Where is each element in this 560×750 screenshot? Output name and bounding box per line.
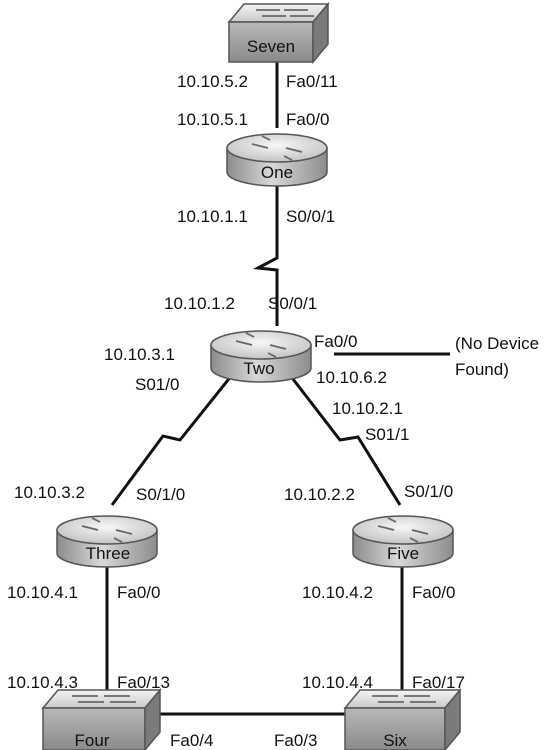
router-arrows-icon (251, 135, 303, 161)
label-no-device-line2: Found) (455, 360, 509, 379)
label-three-ip: 10.10.3.2 (14, 483, 85, 502)
label-four-right-port: Fa0/4 (170, 731, 213, 750)
label-three-bottom-port: Fa0/0 (117, 583, 160, 602)
switch-six[interactable]: Six (343, 687, 462, 750)
device-label-two: Two (243, 359, 274, 378)
serial-link-one-two (252, 185, 279, 326)
switch-arrows-icon (72, 695, 136, 703)
router-five[interactable]: Five (352, 515, 454, 568)
label-two-left-ip: 10.10.3.1 (104, 345, 175, 364)
label-five-bottom-port: Fa0/0 (412, 583, 455, 602)
label-no-device-line1: (No Device (455, 334, 539, 353)
label-one-bottom-ip: 10.10.1.1 (177, 207, 248, 226)
label-one-top-port: Fa0/0 (286, 110, 329, 129)
device-label-three: Three (86, 544, 130, 563)
label-six-port: Fa0/17 (412, 673, 465, 692)
device-label-one: One (261, 163, 293, 182)
label-three-bottom-ip: 10.10.4.1 (7, 583, 78, 602)
label-one-bottom-port: S0/0/1 (286, 207, 335, 226)
serial-link-two-three (110, 369, 238, 506)
label-one-top-ip: 10.10.5.1 (177, 110, 248, 129)
label-four-ip: 10.10.4.3 (7, 673, 78, 692)
label-four-port: Fa0/13 (117, 673, 170, 692)
router-two[interactable]: Two (210, 330, 312, 383)
device-label-seven: Seven (247, 37, 295, 56)
label-two-right-serial-port: S01/1 (365, 425, 409, 444)
label-five-ip: 10.10.2.2 (284, 485, 355, 504)
router-one[interactable]: One (226, 133, 328, 187)
label-two-left-port: S01/0 (135, 375, 179, 394)
switch-four[interactable]: Four (41, 687, 162, 750)
router-arrows-icon (235, 332, 287, 358)
label-three-port: S0/1/0 (136, 485, 185, 504)
label-two-top-port: S0/0/1 (268, 294, 317, 313)
label-two-right-port: Fa0/0 (314, 332, 357, 351)
switch-seven[interactable]: Seven (227, 1, 330, 65)
label-two-right-serial-ip: 10.10.2.1 (332, 399, 403, 418)
label-six-ip: 10.10.4.4 (302, 673, 373, 692)
switch-arrows-icon (256, 9, 314, 17)
router-arrows-icon (81, 517, 133, 543)
serial-link-two-five (284, 369, 402, 506)
router-three[interactable]: Three (56, 515, 158, 568)
label-two-top-ip: 10.10.1.2 (164, 294, 235, 313)
label-five-bottom-ip: 10.10.4.2 (302, 583, 373, 602)
device-label-four: Four (75, 731, 110, 750)
device-label-six: Six (383, 731, 407, 750)
label-five-port: S0/1/0 (404, 482, 453, 501)
label-seven-ip: 10.10.5.2 (177, 72, 248, 91)
label-two-right-ip: 10.10.6.2 (316, 368, 387, 387)
label-six-left-port: Fa0/3 (274, 731, 317, 750)
switch-arrows-icon (372, 695, 436, 703)
label-seven-port: Fa0/11 (286, 72, 338, 91)
router-arrows-icon (377, 517, 429, 543)
device-label-five: Five (387, 544, 419, 563)
